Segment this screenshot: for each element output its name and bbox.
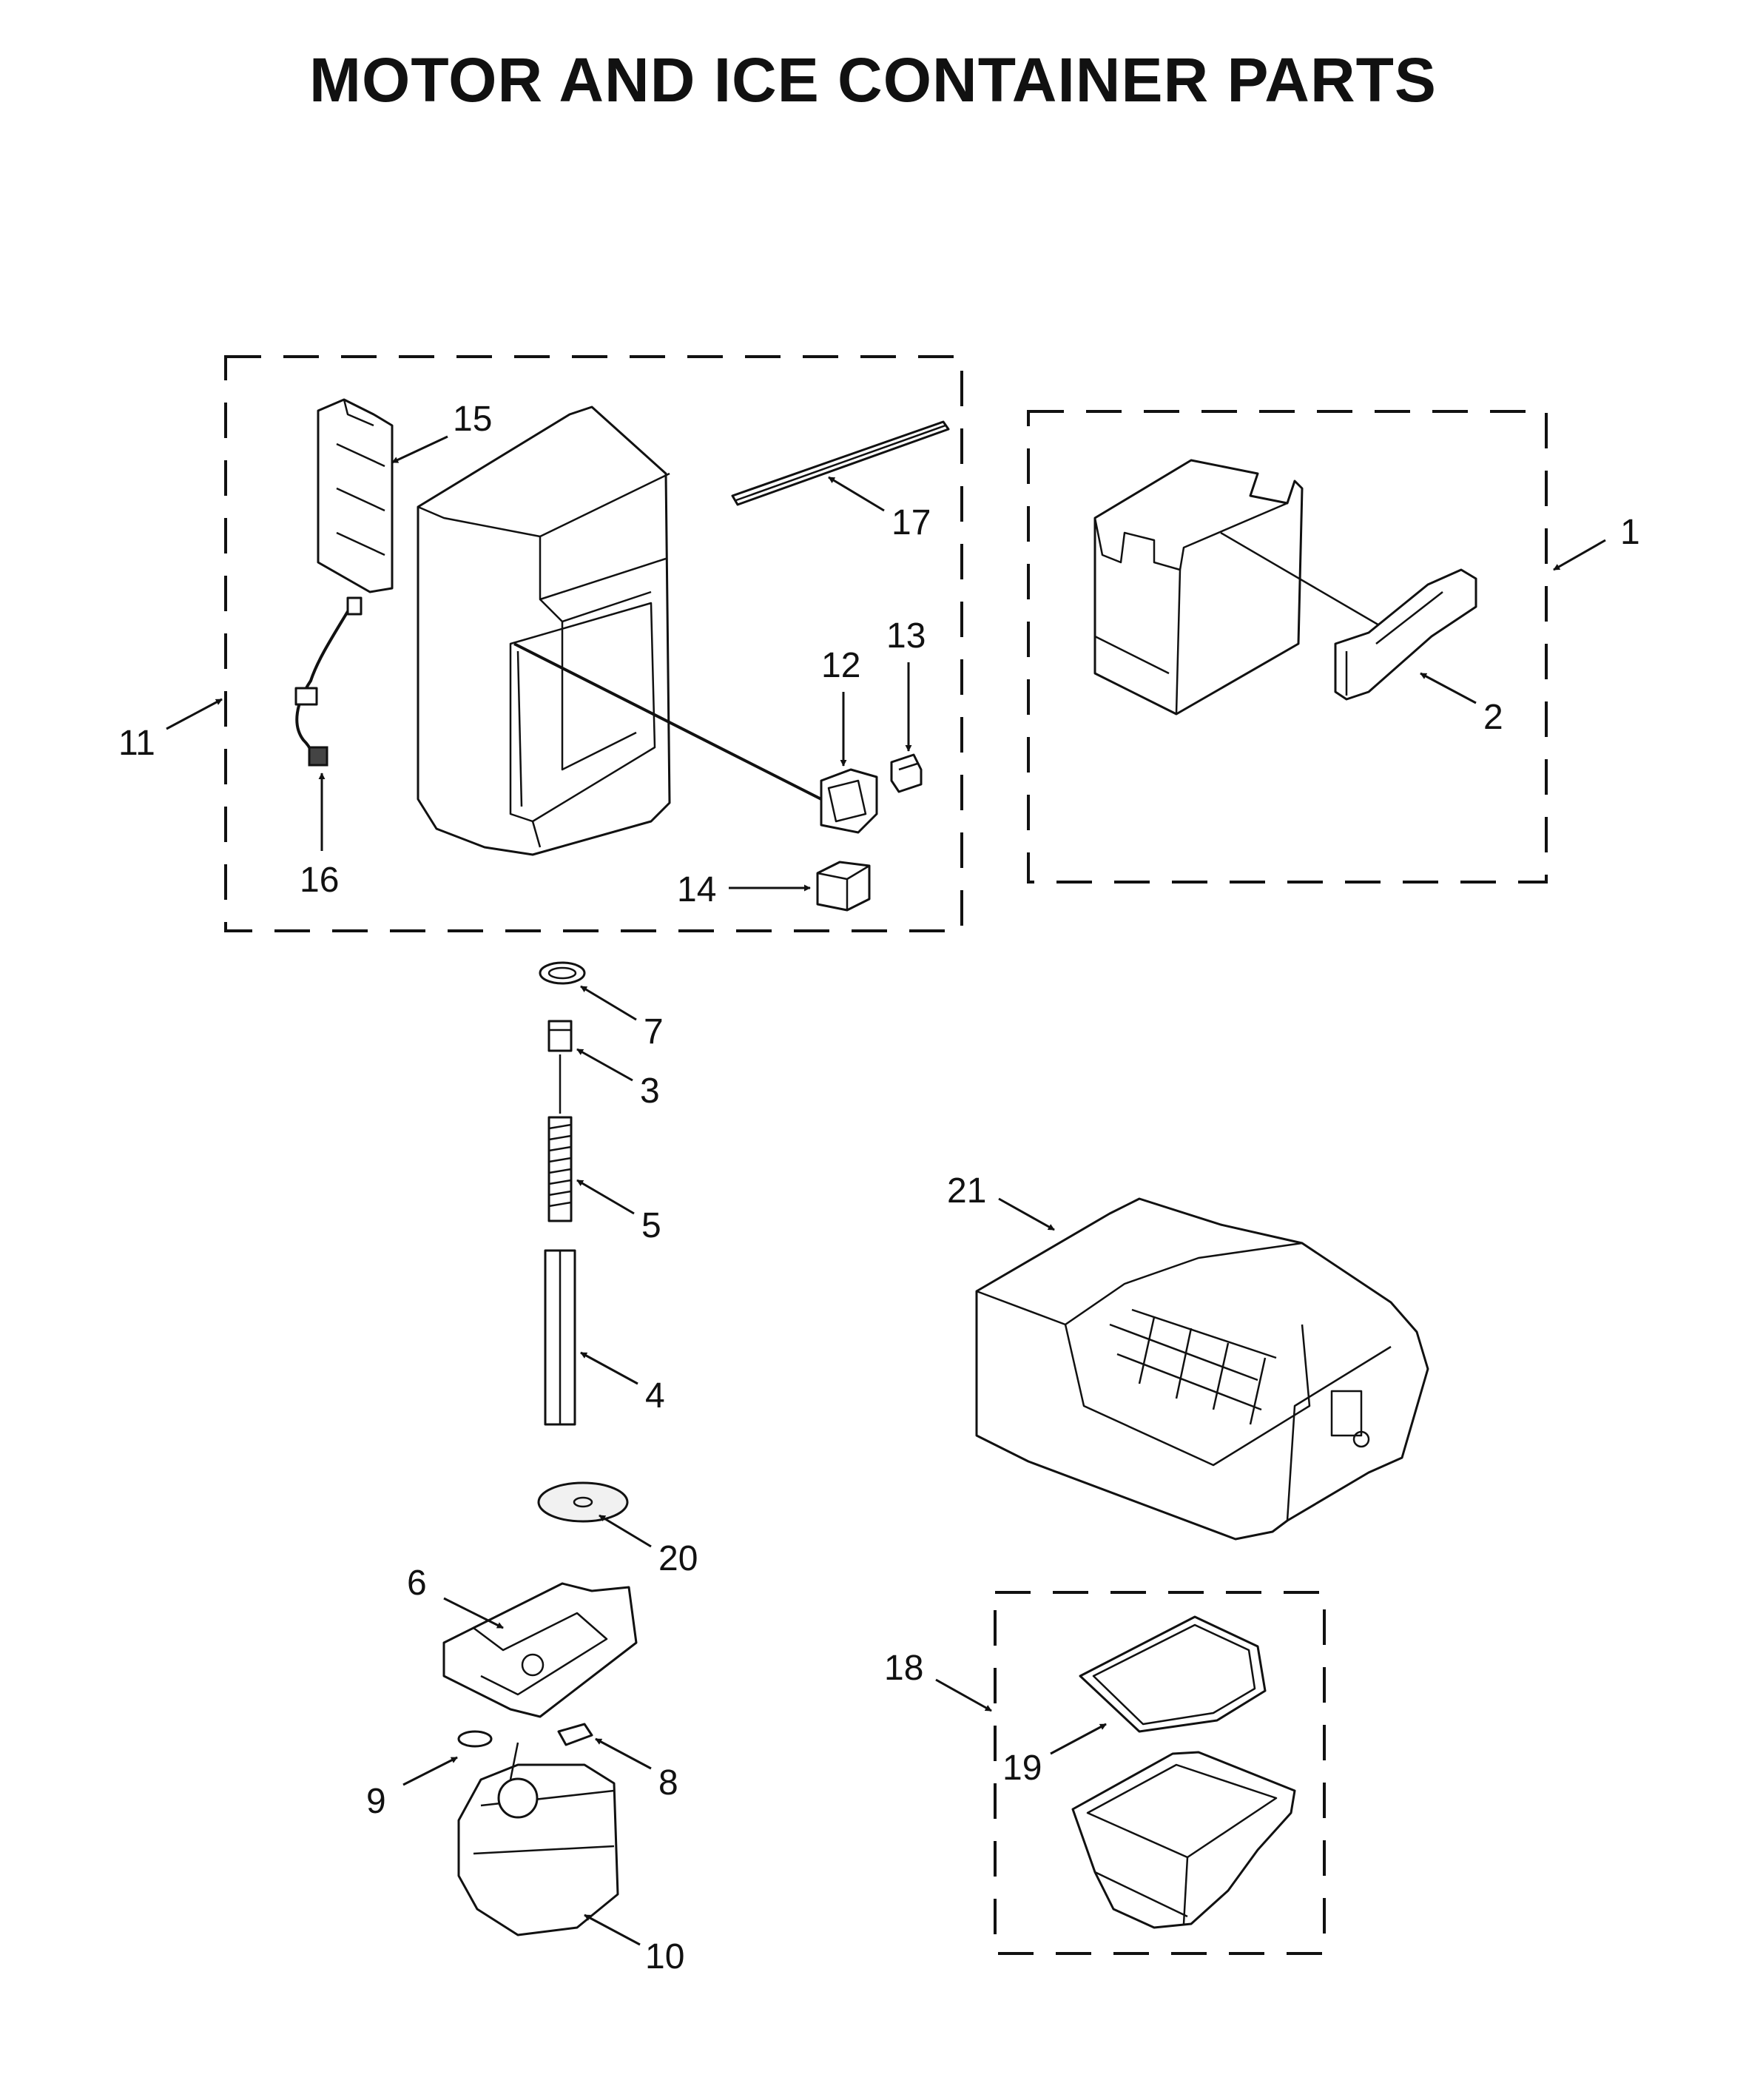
part-2-front[interactable]: [1334, 568, 1477, 701]
part-3-coupler[interactable]: [547, 1020, 573, 1052]
leader-9: [402, 1756, 458, 1786]
callout-4: 4: [645, 1376, 665, 1416]
callout-21: 21: [947, 1171, 986, 1211]
callout-13: 13: [886, 616, 926, 656]
leader-6: [443, 1597, 504, 1629]
callout-17: 17: [891, 503, 931, 542]
group-box-1: [1027, 410, 1548, 884]
part-10-motor[interactable]: [457, 1742, 619, 1936]
leader-4: [580, 1351, 638, 1385]
leader-17: [828, 476, 885, 512]
callout-8: 8: [658, 1763, 678, 1803]
callout-14: 14: [677, 870, 716, 909]
part-13-switch[interactable]: [890, 753, 923, 793]
leader-20: [599, 1514, 652, 1548]
leader-10: [584, 1914, 641, 1946]
page-title: MOTOR AND ICE CONTAINER PARTS: [309, 45, 1437, 115]
part-15-panel[interactable]: [317, 398, 394, 593]
part-17-strip[interactable]: [731, 420, 950, 506]
callout-2: 2: [1483, 698, 1503, 737]
leader-18: [935, 1678, 992, 1712]
leader-7: [580, 985, 637, 1021]
leader-1: [1553, 539, 1606, 571]
part-14-relay[interactable]: [816, 861, 871, 912]
callout-19: 19: [1002, 1749, 1042, 1788]
callout-1: 1: [1620, 513, 1640, 552]
part-18-tray[interactable]: [1071, 1751, 1296, 1929]
part-4-shaft[interactable]: [544, 1249, 576, 1426]
leader-3: [576, 1048, 633, 1082]
callout-7: 7: [644, 1012, 664, 1051]
callout-11: 11: [118, 724, 155, 763]
leader-2: [1420, 672, 1477, 704]
leader-5: [576, 1179, 635, 1215]
leader-8: [595, 1737, 652, 1770]
part-9-washer[interactable]: [457, 1730, 493, 1748]
leader-11: [166, 698, 223, 730]
callout-15: 15: [453, 400, 492, 439]
part-8-pad[interactable]: [557, 1723, 593, 1746]
callout-12: 12: [821, 646, 860, 685]
callout-5: 5: [641, 1206, 661, 1245]
part-12-switch[interactable]: [513, 642, 878, 834]
callout-6: 6: [407, 1564, 427, 1603]
callout-3: 3: [640, 1071, 660, 1111]
part-5-spring[interactable]: [547, 1054, 573, 1222]
part-7-washer[interactable]: [539, 961, 586, 985]
part-21-icemaker[interactable]: [975, 1197, 1429, 1541]
callout-16: 16: [300, 861, 339, 900]
part-16-harness[interactable]: [294, 596, 363, 767]
leader-19: [1050, 1723, 1107, 1755]
callout-10: 10: [645, 1937, 684, 1976]
callout-18: 18: [884, 1649, 923, 1688]
part-6-bracket[interactable]: [442, 1582, 638, 1718]
part-19-gasket[interactable]: [1079, 1615, 1267, 1733]
part-1-container[interactable]: [1093, 459, 1399, 716]
callout-9: 9: [366, 1782, 386, 1821]
part-20-washer[interactable]: [537, 1481, 629, 1523]
group-box-11: [224, 355, 963, 932]
leader-21: [998, 1197, 1055, 1231]
callout-20: 20: [658, 1539, 698, 1578]
part-11-housing[interactable]: [417, 405, 671, 856]
leader-15: [391, 435, 448, 464]
